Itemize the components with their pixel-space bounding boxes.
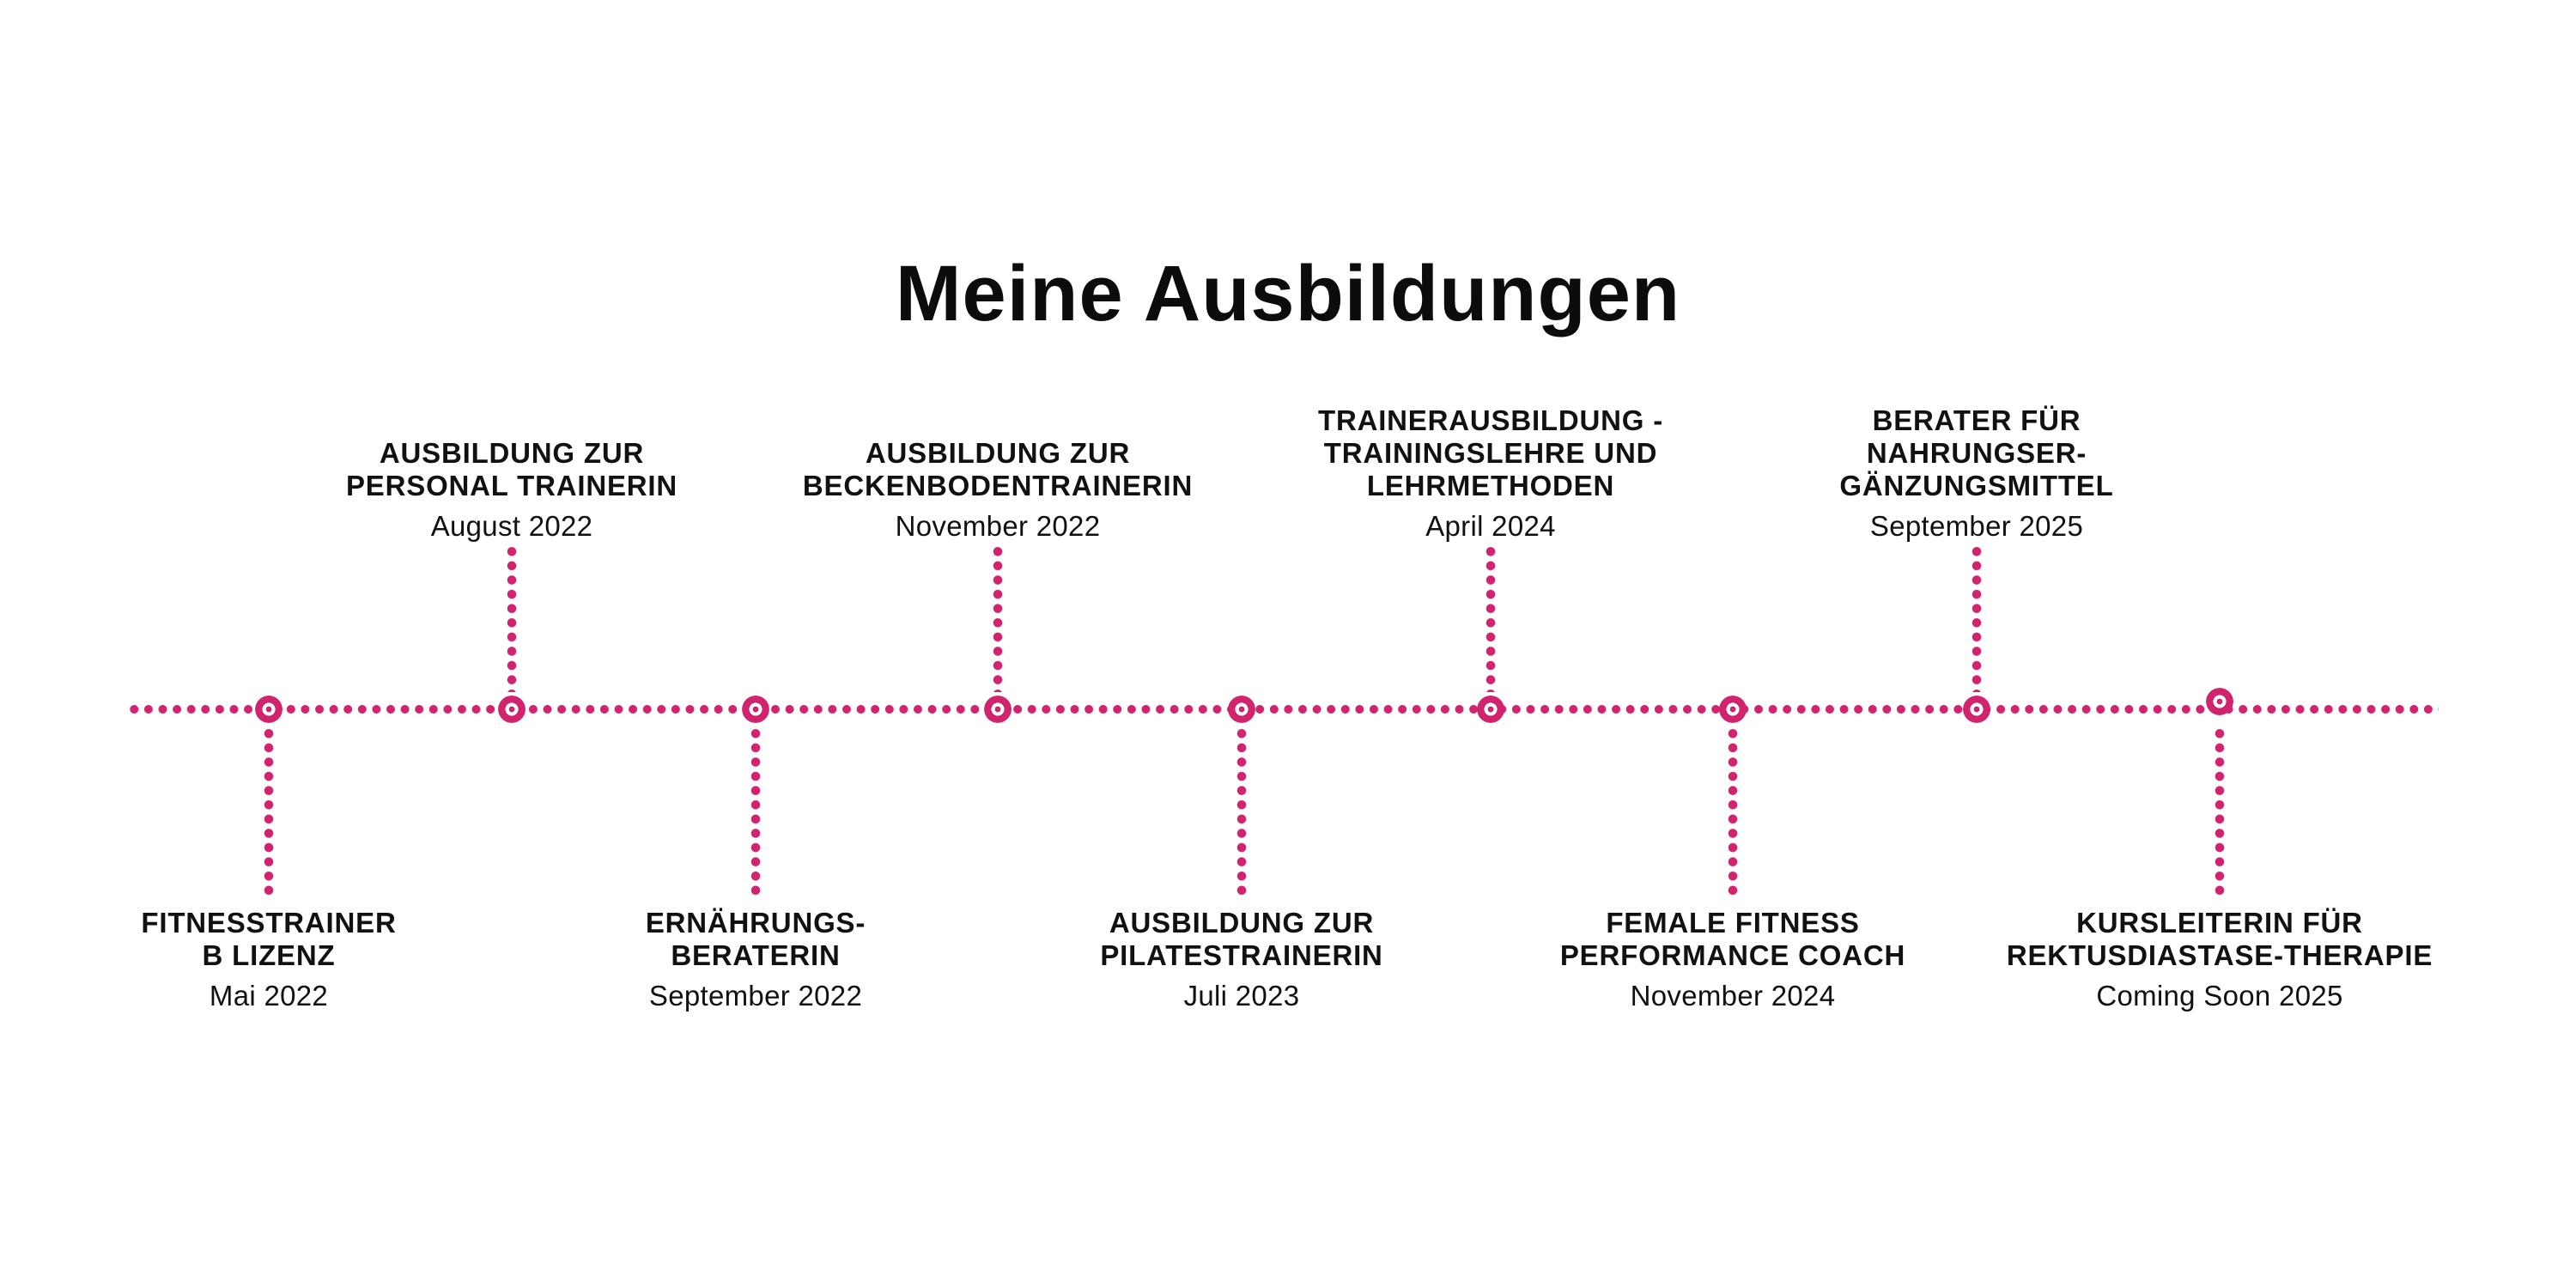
timeline-node-icon bbox=[742, 696, 769, 723]
timeline-node-icon bbox=[1477, 696, 1504, 723]
event-date: August 2022 bbox=[430, 510, 593, 542]
timeline-node-icon bbox=[498, 696, 526, 723]
event-date: Mai 2022 bbox=[209, 980, 329, 1012]
event-date: Juli 2023 bbox=[1183, 980, 1300, 1012]
event-date: November 2024 bbox=[1630, 980, 1836, 1012]
event-label: KURSLEITERIN FÜR REKTUSDIASTASE-THERAPIE… bbox=[1928, 907, 2512, 1012]
dotted-connector bbox=[1971, 544, 1983, 692]
event-label: AUSBILDUNG ZUR PILATESTRAINERIN Juli 202… bbox=[950, 907, 1534, 1012]
timeline-node-icon bbox=[2206, 688, 2233, 715]
event-title: TRAINERAUSBILDUNG - TRAININGSLEHRE UND L… bbox=[1317, 404, 1663, 501]
dotted-connector bbox=[1727, 726, 1739, 898]
timeline-node-icon bbox=[1719, 696, 1747, 723]
event-label: ERNÄHRUNGS- BERATERIN September 2022 bbox=[464, 907, 1048, 1012]
event-date: September 2022 bbox=[648, 980, 863, 1012]
event-date: September 2025 bbox=[1869, 510, 2084, 542]
dotted-connector bbox=[2214, 726, 2226, 898]
dotted-connector bbox=[263, 726, 275, 898]
event-label: FITNESSTRAINER B LIZENZ Mai 2022 bbox=[0, 907, 561, 1012]
event-title: FEMALE FITNESS PERFORMANCE COACH bbox=[1559, 907, 1906, 971]
event-date: April 2024 bbox=[1425, 510, 1556, 542]
timeline-node-icon bbox=[1963, 696, 1990, 723]
page-title: Meine Ausbildungen bbox=[895, 249, 1681, 337]
dotted-connector bbox=[506, 544, 518, 692]
event-label: TRAINERAUSBILDUNG - TRAININGSLEHRE UND L… bbox=[1199, 404, 1783, 543]
timeline-node-icon bbox=[1228, 696, 1255, 723]
event-label: AUSBILDUNG ZUR PERSONAL TRAINERIN August… bbox=[220, 437, 804, 543]
event-label: BERATER FÜR NAHRUNGSER- GÄNZUNGSMITTEL S… bbox=[1685, 404, 2269, 543]
event-title: AUSBILDUNG ZUR PILATESTRAINERIN bbox=[1100, 907, 1383, 971]
event-date: November 2022 bbox=[895, 510, 1101, 542]
event-title: FITNESSTRAINER B LIZENZ bbox=[141, 907, 397, 971]
event-title: AUSBILDUNG ZUR BECKENBODENTRAINERIN bbox=[802, 437, 1194, 501]
timeline-node-icon bbox=[984, 696, 1012, 723]
event-label: FEMALE FITNESS PERFORMANCE COACH Novembe… bbox=[1441, 907, 2025, 1012]
event-title: ERNÄHRUNGS- BERATERIN bbox=[645, 907, 866, 971]
dotted-connector bbox=[750, 726, 762, 898]
timeline-node-icon bbox=[255, 696, 283, 723]
event-title: AUSBILDUNG ZUR PERSONAL TRAINERIN bbox=[346, 437, 677, 501]
event-title: KURSLEITERIN FÜR REKTUSDIASTASE-THERAPIE bbox=[2006, 907, 2433, 971]
timeline-dotted-line bbox=[127, 704, 2439, 714]
dotted-connector bbox=[1236, 726, 1248, 898]
event-label: AUSBILDUNG ZUR BECKENBODENTRAINERIN Nove… bbox=[706, 437, 1290, 543]
dotted-connector bbox=[992, 544, 1004, 692]
dotted-connector bbox=[1485, 544, 1497, 692]
event-title: BERATER FÜR NAHRUNGSER- GÄNZUNGSMITTEL bbox=[1839, 404, 2114, 501]
event-date: Coming Soon 2025 bbox=[2096, 980, 2343, 1012]
